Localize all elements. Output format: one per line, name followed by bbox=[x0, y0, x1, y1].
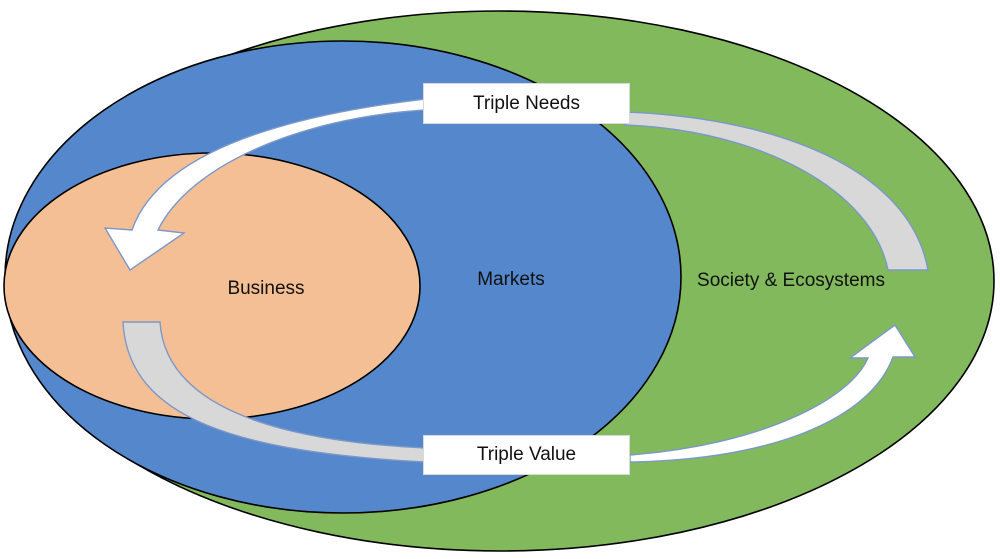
markets-label: Markets bbox=[477, 269, 545, 290]
needs-to-business-arrow bbox=[103, 98, 426, 271]
triple-value-box: Triple Value bbox=[423, 435, 630, 475]
triple-needs-label: Triple Needs bbox=[472, 92, 580, 114]
value-to-society-arrow bbox=[629, 323, 917, 463]
triple-needs-box: Triple Needs bbox=[423, 83, 630, 124]
business-ellipse bbox=[3, 152, 421, 420]
society-ecosystems-label: Society & Ecosystems bbox=[697, 270, 885, 291]
needs-to-society-arrow bbox=[624, 111, 929, 271]
triple-value-label: Triple Value bbox=[476, 444, 577, 465]
business-label: Business bbox=[227, 278, 305, 299]
